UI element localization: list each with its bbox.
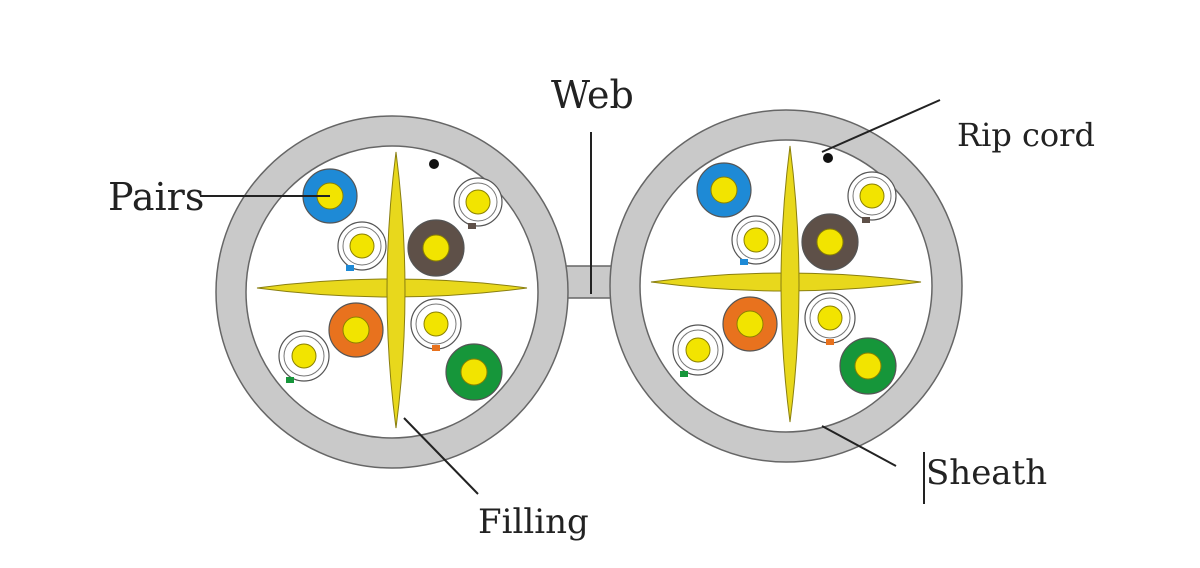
- pair-tracer-mark: [346, 265, 354, 271]
- green-pair: [445, 343, 503, 401]
- orange-pair: [328, 302, 384, 358]
- pair-tracer-mark: [680, 371, 688, 377]
- pairs-label: Pairs: [108, 175, 204, 219]
- blue-white-pair: [731, 215, 781, 265]
- leader-lines: [200, 99, 941, 504]
- conductor: [342, 316, 370, 344]
- blue-white-pair: [337, 221, 387, 271]
- rip-cord-label: Rip cord: [957, 116, 1095, 154]
- conductor: [291, 343, 317, 369]
- brown-white-pair: [847, 171, 897, 223]
- conductor: [817, 305, 843, 331]
- filling-leader-line: [403, 417, 479, 495]
- conductor: [854, 352, 882, 380]
- filling-vertical: [386, 151, 406, 429]
- conductor: [743, 227, 769, 253]
- conductor: [349, 233, 375, 259]
- pair-tracer-mark: [468, 223, 476, 229]
- pair-tracer-mark: [432, 345, 440, 351]
- green-pair: [839, 337, 897, 395]
- green-white-pair: [672, 324, 724, 377]
- orange-white-pair: [804, 292, 856, 345]
- orange-white-pair: [410, 298, 462, 351]
- conductor: [816, 228, 844, 256]
- conductor: [465, 189, 491, 215]
- pair-tracer-mark: [826, 339, 834, 345]
- web-label: Web: [551, 73, 634, 117]
- filling-label: Filling: [478, 502, 589, 542]
- brown-pair: [801, 213, 859, 271]
- left-cable: [215, 115, 569, 469]
- brown-white-pair: [453, 177, 503, 229]
- orange-pair: [722, 296, 778, 352]
- right-cable: [609, 109, 963, 463]
- conductor: [423, 311, 449, 337]
- sheath-leader-line: [821, 425, 897, 467]
- conductor: [685, 337, 711, 363]
- conductor: [710, 176, 738, 204]
- rip-cord: [823, 153, 833, 163]
- rip-cord: [429, 159, 439, 169]
- pair-tracer-mark: [286, 377, 294, 383]
- rip-cord-leader-line: [821, 99, 941, 153]
- conductor: [422, 234, 450, 262]
- conductor: [460, 358, 488, 386]
- conductor: [736, 310, 764, 338]
- sheath-label: Sheath: [926, 453, 1047, 493]
- pair-tracer-mark: [862, 217, 870, 223]
- blue-pair: [696, 162, 752, 218]
- green-white-pair: [278, 330, 330, 383]
- brown-pair: [407, 219, 465, 277]
- pair-tracer-mark: [740, 259, 748, 265]
- conductor: [859, 183, 885, 209]
- filling-vertical: [780, 145, 800, 423]
